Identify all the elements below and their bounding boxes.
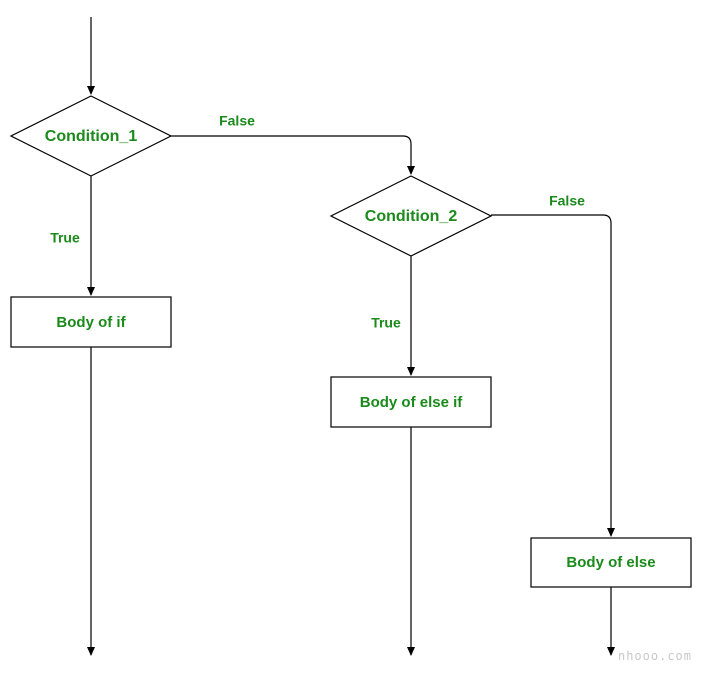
condition-2-true-label: True (371, 315, 401, 331)
watermark-text: nhooo.com (618, 649, 692, 663)
condition-2-false-edge (491, 214, 615, 537)
condition-1-false-label: False (219, 113, 255, 129)
body-of-if-label: Body of if (56, 314, 126, 331)
condition-1-label: Condition_1 (45, 128, 138, 145)
condition-2-false-label: False (549, 193, 585, 209)
body-of-else-label: Body of else (566, 554, 655, 571)
body-of-else-if-label: Body of else if (360, 394, 464, 411)
condition-1-true-label: True (50, 230, 80, 246)
condition-2-label: Condition_2 (365, 208, 458, 225)
body-of-if-box (10, 296, 172, 348)
body-of-else-box (530, 537, 692, 588)
condition-1-false-edge (171, 135, 415, 175)
body-of-else-if-box (330, 376, 492, 428)
